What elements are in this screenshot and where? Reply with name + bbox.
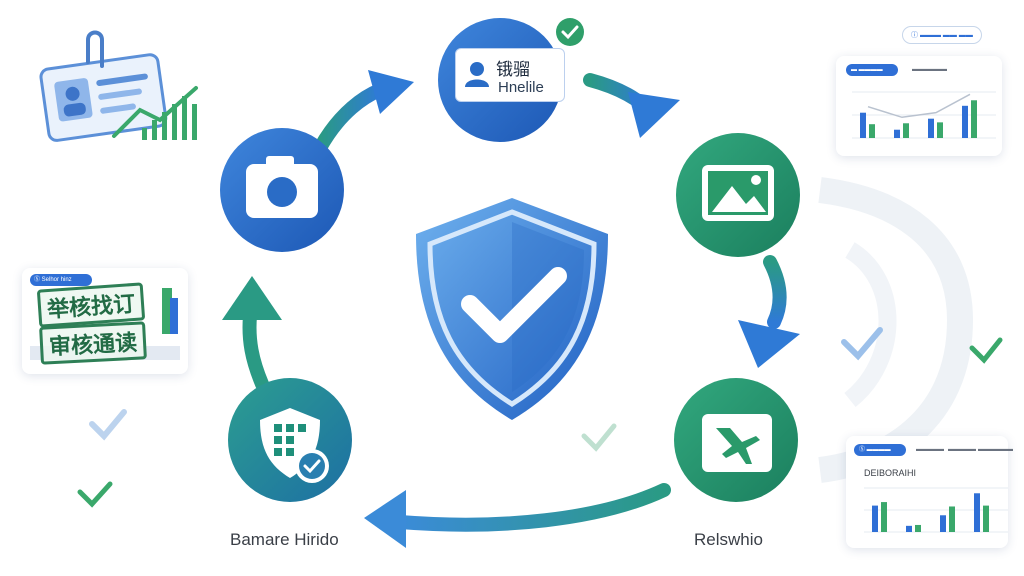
top-right-bar-blue-1 [894, 129, 900, 138]
paperclip-icon [86, 30, 104, 68]
bottom-right-bar-blue-0 [872, 505, 878, 532]
profile-label-line2: Hnelile [498, 79, 544, 96]
plane-node [674, 378, 798, 502]
camera-node [220, 128, 344, 252]
id-card-icon [39, 53, 168, 142]
arrow-profile-to-image [583, 73, 680, 138]
top-right-header-pill: ⓘ ▬▬▬ ▬▬ ▬▬ [902, 26, 982, 44]
bottom-right-tab-1: ▬▬▬▬ [916, 446, 944, 453]
top-right-analytics-card: ▬ ▬▬▬▬ ▬▬▬▬▬ [836, 56, 1002, 156]
top-right-bar-green-0 [869, 124, 875, 138]
top-right-bar-green-1 [903, 123, 909, 138]
top-right-tab: ▬▬▬▬▬ [912, 66, 947, 73]
check-icon-left [77, 481, 113, 508]
bottom-right-bar-green-1 [915, 524, 921, 532]
plane-icon [702, 414, 772, 472]
top-right-bar-blue-3 [962, 105, 968, 138]
badge-check-icon [295, 449, 329, 483]
bottom-right-bar-green-2 [949, 506, 955, 532]
bottom-right-tab-2: ▬▬▬▬ [948, 446, 976, 453]
verified-check-icon [552, 14, 588, 50]
top-right-bar-green-2 [937, 122, 943, 138]
arrow-plane-to-grid [364, 483, 671, 548]
shield-check-icon [461, 267, 567, 343]
left-card-chip: Ⓢ Selhor hinz [30, 274, 92, 286]
top-right-bar-chart [852, 91, 996, 139]
bottom-right-bar-chart [864, 487, 1008, 533]
arrow-image-to-plane [738, 255, 800, 368]
growth-bars-icon [112, 86, 198, 140]
bottom-right-bar-green-0 [881, 502, 887, 532]
camera-icon [246, 156, 318, 218]
check-icon-right-faint [841, 327, 883, 361]
arrow-camera-to-profile [313, 70, 414, 155]
profile-label-line1: 锇骝 [496, 60, 530, 80]
bottom-right-bar-blue-2 [940, 515, 946, 532]
image-node [676, 133, 800, 257]
arrow-grid-to-camera [222, 276, 282, 391]
bottom-right-chip: Ⓢ ▬▬▬▬ [854, 444, 906, 456]
caption-bottom-left: Bamare Hirido [230, 530, 339, 549]
bottom-right-bar-green-3 [983, 505, 989, 532]
bottom-right-tab-3: ▬▬▬▬▬ [978, 446, 1013, 453]
left-review-card: Ⓢ Selhor hinz 举核找订 审核通读 [22, 268, 188, 374]
profile-label-box: 锇骝 Hnelile [455, 48, 565, 102]
bottom-right-bar-blue-1 [906, 525, 912, 532]
bottom-right-heading: DEIBORAIHI [864, 468, 917, 478]
bottom-right-bar-blue-3 [974, 493, 980, 532]
caption-bottom-right: Relswhio [694, 530, 763, 549]
image-icon [702, 165, 774, 221]
grid-shield-node [228, 378, 352, 502]
check-icon-left-faint [89, 409, 127, 441]
top-right-bar-blue-0 [860, 112, 866, 138]
check-icon-right [969, 337, 1003, 364]
top-right-bar-green-3 [971, 100, 977, 138]
top-right-bar-blue-2 [928, 118, 934, 138]
top-right-chip: ▬ ▬▬▬▬ [846, 64, 898, 76]
check-icon-center-faint [581, 423, 617, 452]
top-right-trend-line [867, 93, 971, 119]
bottom-right-analytics-card: Ⓢ ▬▬▬▬ ▬▬▬▬ ▬▬▬▬ ▬▬▬▬▬ DEIBORAIHI [846, 436, 1013, 548]
user-icon [465, 62, 489, 87]
